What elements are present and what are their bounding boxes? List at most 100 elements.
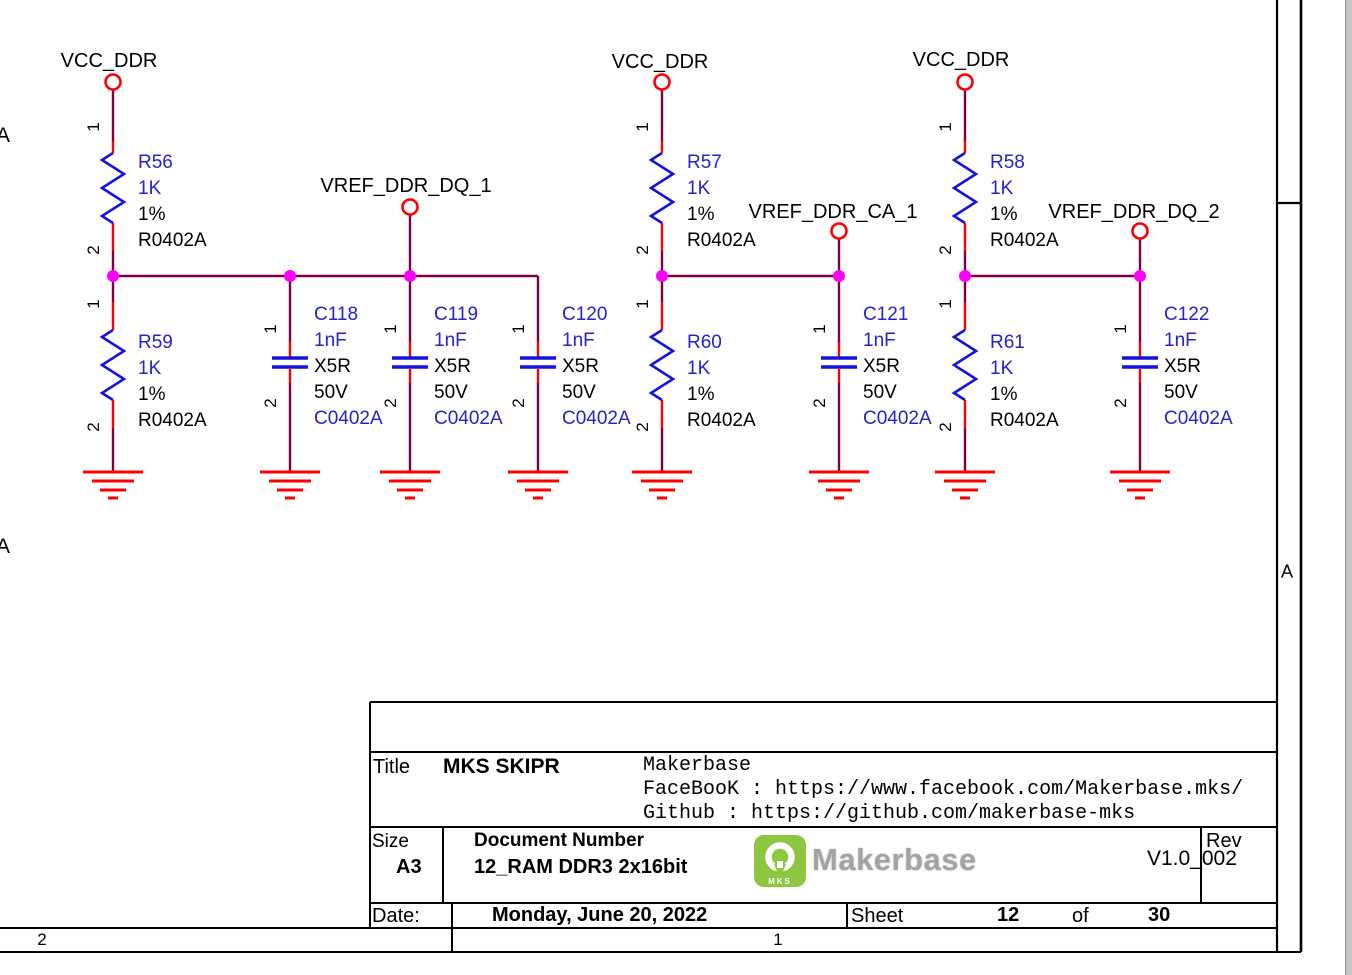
pin-number: 1 — [84, 299, 103, 309]
pin-number: 2 — [1111, 398, 1130, 408]
net-label-vref-ddr-ca1: VREF_DDR_CA_1 — [748, 201, 918, 223]
net-label-vcc-ddr: VCC_DDR — [611, 51, 709, 73]
size-label: Size — [372, 831, 409, 852]
resistor-footprint: R0402A — [138, 410, 207, 431]
title-label: Title — [373, 756, 411, 778]
pin-number: 2 — [633, 245, 652, 255]
junction-dots — [107, 270, 1146, 282]
github-url: Github : https://github.com/makerbase-mk… — [643, 802, 1136, 825]
vref-ddr-dq1-port[interactable] — [401, 198, 419, 216]
pin-number: 2 — [84, 422, 103, 432]
resistor-R58-labels: R58 1K 1% R0402A — [990, 150, 1059, 254]
capacitor-dielectric: X5R — [314, 356, 351, 377]
capacitor-dielectric: X5R — [562, 356, 599, 377]
capacitor-ref: C120 — [562, 304, 608, 325]
resistor-value: 1K — [687, 178, 711, 199]
makerbase-logo-icon: MKS — [754, 835, 806, 887]
resistor-tolerance: 1% — [990, 384, 1018, 405]
capacitor-voltage: 50V — [434, 382, 468, 403]
group1-pin-stubs — [111, 141, 540, 428]
resistor-ref: R56 — [138, 152, 173, 173]
pin-number: 1 — [633, 122, 652, 132]
capacitor-C118-glyph[interactable] — [270, 356, 310, 369]
capacitor-C121-labels: C121 1nF X5R 50V C0402A — [863, 302, 932, 432]
pin-number: 1 — [84, 122, 103, 132]
resistor-value: 1K — [990, 178, 1014, 199]
net-label-vref-ddr-dq1: VREF_DDR_DQ_1 — [320, 175, 492, 197]
group3-pin-stubs — [963, 141, 1142, 428]
ground-symbol[interactable] — [630, 470, 694, 500]
resistor-ref: R57 — [687, 152, 722, 173]
pin-number: 1 — [261, 324, 280, 334]
net-label-vref-ddr-dq2: VREF_DDR_DQ_2 — [1048, 201, 1220, 223]
capacitor-voltage: 50V — [1164, 382, 1198, 403]
rev-label: Rev — [1206, 830, 1242, 852]
capacitor-footprint: C0402A — [434, 408, 503, 429]
ground-symbol[interactable] — [1108, 470, 1172, 500]
zone-marker-left-a: A — [0, 535, 11, 558]
vref-ddr-dq2-port[interactable] — [1131, 222, 1149, 240]
makerbase-logo-text: Makerbase — [812, 842, 977, 877]
resistor-value: 1K — [990, 358, 1014, 379]
pin-number: 1 — [936, 299, 955, 309]
resistor-ref: R60 — [687, 332, 722, 353]
resistor-R57-labels: R57 1K 1% R0402A — [687, 150, 756, 254]
company-name: Makerbase — [643, 754, 752, 777]
of-label: of — [1072, 905, 1089, 927]
resistor-value: 1K — [138, 358, 162, 379]
ground-symbol[interactable] — [807, 470, 871, 500]
resistor-R59-glyph[interactable] — [100, 328, 126, 402]
company-info: Makerbase FaceBooK : https://www.faceboo… — [643, 754, 1243, 826]
pin-number: 1 — [633, 299, 652, 309]
sheet-size: A3 — [396, 856, 422, 878]
vcc-ddr-port[interactable] — [956, 73, 974, 91]
capacitor-ref: C122 — [1164, 304, 1210, 325]
capacitor-C120-glyph[interactable] — [518, 356, 558, 369]
capacitor-C118-labels: C118 1nF X5R 50V C0402A — [314, 302, 383, 432]
pin-number: 1 — [1111, 324, 1130, 334]
zone-marker-bottom-1: 1 — [773, 930, 783, 949]
resistor-ref: R61 — [990, 332, 1025, 353]
pin-number: 2 — [381, 398, 400, 408]
ground-symbol[interactable] — [933, 470, 997, 500]
capacitor-C121-glyph[interactable] — [819, 356, 859, 369]
capacitor-C119-glyph[interactable] — [390, 356, 430, 369]
resistor-tolerance: 1% — [990, 204, 1018, 225]
capacitor-value: 1nF — [1164, 330, 1197, 351]
capacitor-footprint: C0402A — [1164, 408, 1233, 429]
resistor-tolerance: 1% — [687, 204, 715, 225]
resistor-tolerance: 1% — [138, 204, 166, 225]
ground-symbol[interactable] — [258, 470, 322, 500]
capacitor-footprint: C0402A — [562, 408, 631, 429]
zone-marker-left-a: A — [0, 124, 11, 147]
title-block-lines — [0, 701, 1301, 953]
resistor-R61-glyph[interactable] — [952, 328, 978, 402]
pin-number: 1 — [509, 324, 528, 334]
pin-number: 1 — [936, 122, 955, 132]
capacitor-C122-labels: C122 1nF X5R 50V C0402A — [1164, 302, 1233, 432]
pin-number: 1 — [810, 324, 829, 334]
facebook-url: FaceBooK : https://www.facebook.com/Make… — [643, 778, 1244, 801]
pin-number: 2 — [810, 398, 829, 408]
capacitor-voltage: 50V — [314, 382, 348, 403]
capacitor-C122-glyph[interactable] — [1120, 356, 1160, 369]
resistor-R56-glyph[interactable] — [100, 151, 126, 225]
resistor-ref: R58 — [990, 152, 1025, 173]
vref-ddr-ca1-port[interactable] — [830, 222, 848, 240]
capacitor-C120-labels: C120 1nF X5R 50V C0402A — [562, 302, 631, 432]
resistor-ref: R59 — [138, 332, 173, 353]
pin-number: 2 — [633, 422, 652, 432]
vcc-ddr-port[interactable] — [653, 73, 671, 91]
resistor-R60-glyph[interactable] — [649, 328, 675, 402]
ground-symbol[interactable] — [506, 470, 570, 500]
resistor-R58-glyph[interactable] — [952, 151, 978, 225]
resistor-R57-glyph[interactable] — [649, 151, 675, 225]
ground-symbol[interactable] — [378, 470, 442, 500]
vcc-ddr-port[interactable] — [104, 73, 122, 91]
resistor-footprint: R0402A — [687, 230, 756, 251]
ground-symbol[interactable] — [81, 470, 145, 500]
capacitor-value: 1nF — [314, 330, 347, 351]
capacitor-value: 1nF — [562, 330, 595, 351]
